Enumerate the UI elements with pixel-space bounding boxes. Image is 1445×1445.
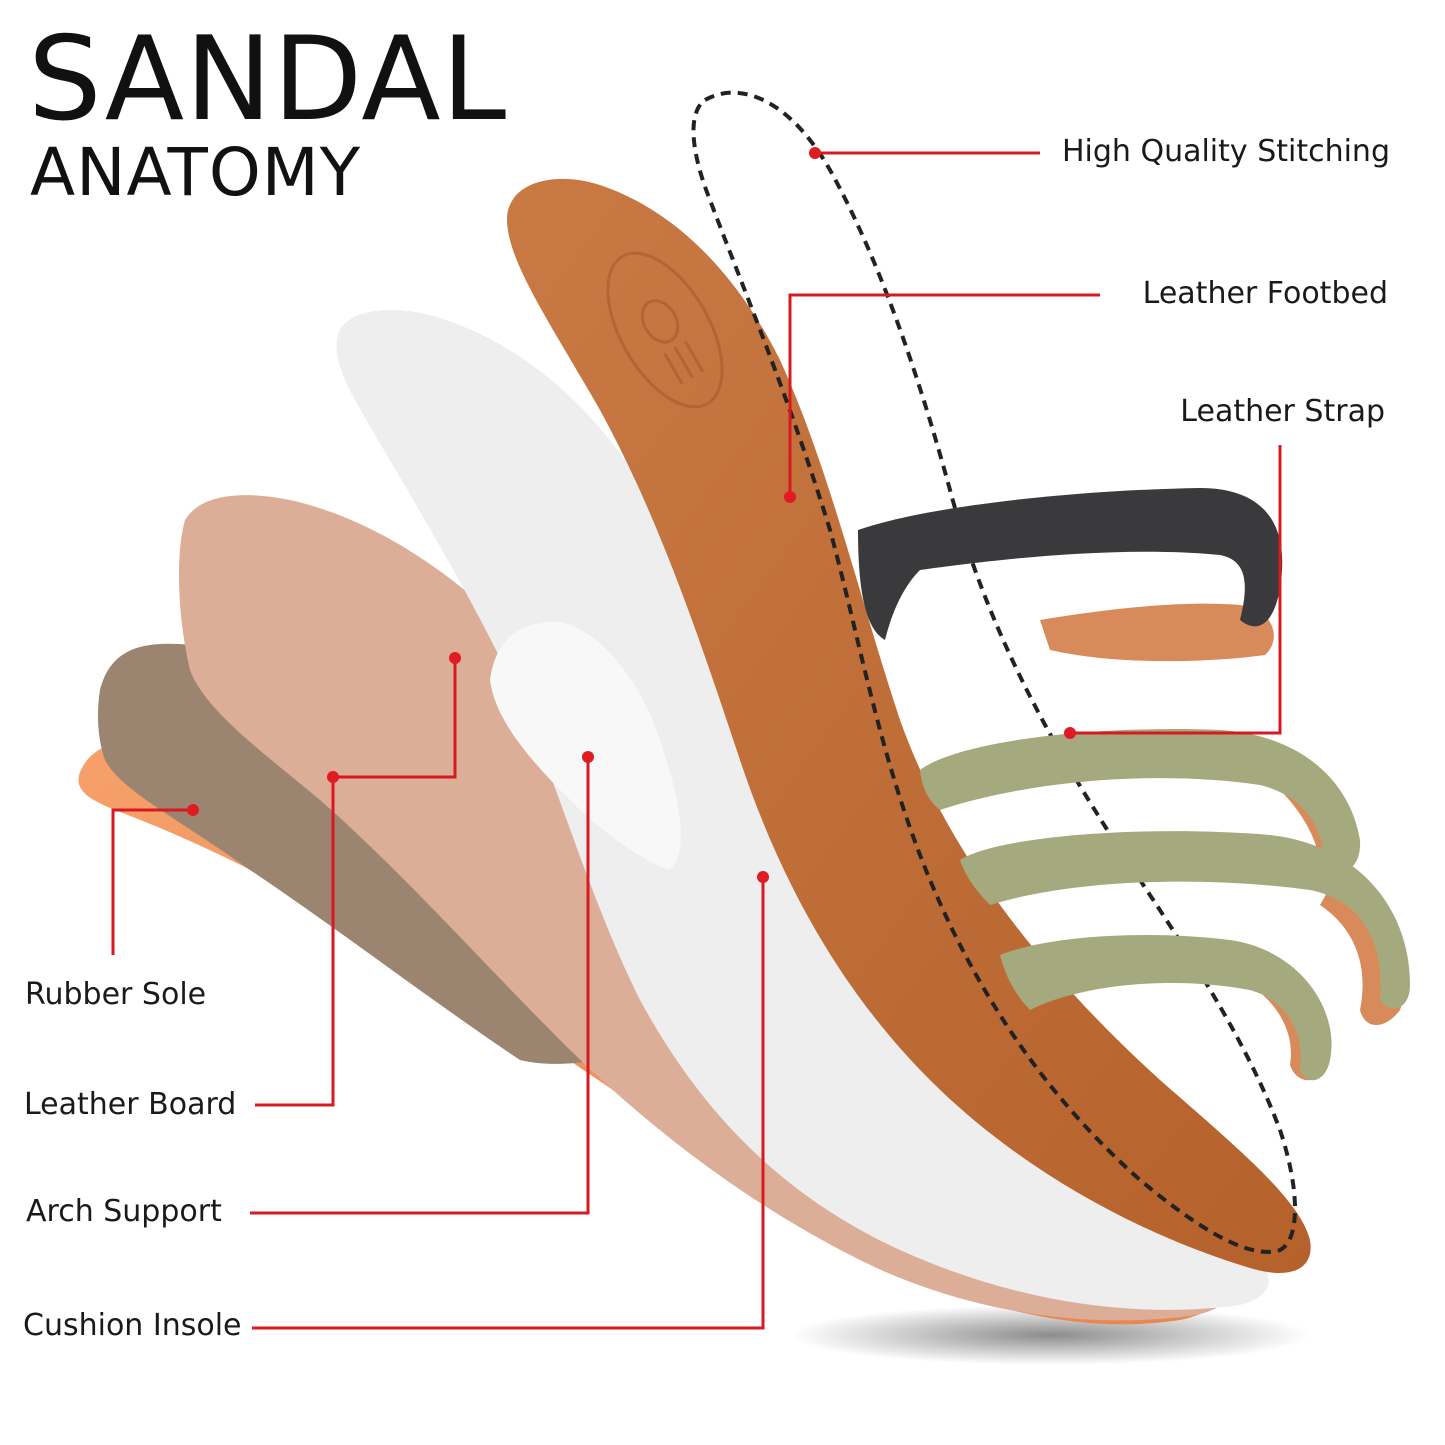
red-dot-icon (449, 652, 461, 664)
callout-line-cushion-insole (252, 877, 765, 1330)
black-strap (1040, 603, 1274, 662)
brand-logo-imprint (606, 251, 724, 409)
red-dot-icon (809, 147, 821, 159)
black-strap-top (858, 488, 1283, 640)
red-dot-icon (1064, 727, 1076, 739)
label-leather-board: Leather Board (24, 1087, 237, 1122)
red-dot-icon (187, 804, 199, 816)
red-dot-icon (757, 871, 769, 883)
stitching-outline (691, 90, 1297, 1254)
diagram-title: SANDAL (28, 12, 508, 147)
label-strap: Leather Strap (1180, 394, 1385, 429)
olive-strap-3-top (1000, 935, 1332, 1081)
olive-strap-1-top (920, 729, 1361, 872)
label-stitching: High Quality Stitching (1061, 134, 1390, 169)
arch-support-layer (490, 621, 681, 870)
red-dot-icon (582, 751, 594, 763)
cushion-insole-layer (336, 310, 1269, 1310)
diagram-subtitle: ANATOMY (30, 134, 362, 211)
label-cushion-insole: Cushion Insole (23, 1308, 242, 1343)
callout-line-footbed (788, 293, 1100, 497)
red-dot-icon (784, 491, 796, 503)
leather-footbed-layer (507, 178, 1311, 1273)
callout-line-rubber-sole (111, 808, 193, 955)
label-footbed: Leather Footbed (1142, 276, 1388, 311)
callout-line-arch-support (250, 757, 590, 1215)
callout-dots (187, 147, 1076, 883)
label-arch-support: Arch Support (26, 1194, 222, 1229)
callout-line-strap (1070, 445, 1282, 735)
label-rubber-sole: Rubber Sole (25, 977, 207, 1012)
olive-strap-2-top (960, 831, 1410, 1009)
red-dot-icon (327, 771, 339, 783)
